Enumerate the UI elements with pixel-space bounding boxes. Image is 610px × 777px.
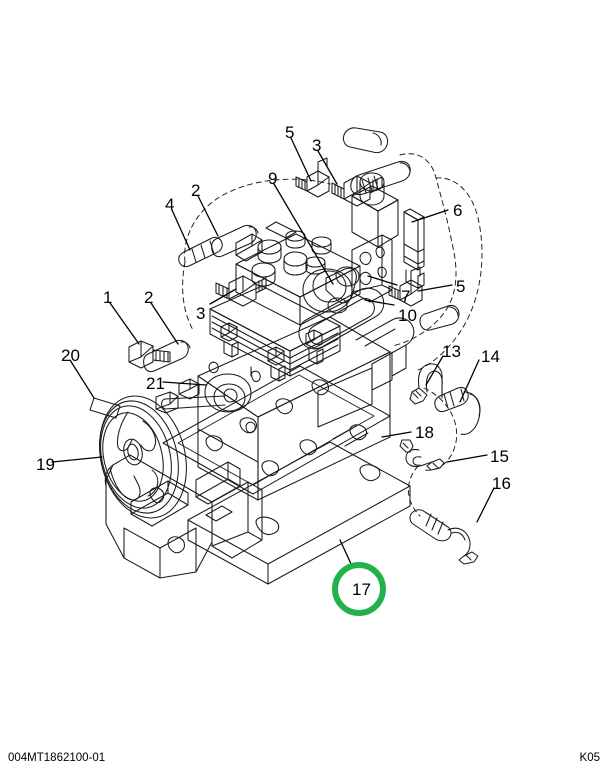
elbow-fitting-3-lower [215, 275, 267, 307]
leader-line-14 [459, 359, 480, 403]
callout-label-9: 9 [268, 169, 278, 188]
part-10-bracket [298, 287, 415, 391]
highlight-ring-17 [332, 562, 386, 616]
callout-label-2b: 2 [191, 181, 201, 200]
callout-label-21: 21 [146, 374, 165, 393]
loose-cap-right [419, 304, 460, 331]
pulley-flywheel [89, 395, 187, 519]
callout-label-3a: 3 [196, 304, 206, 323]
callout-label-18: 18 [415, 423, 434, 442]
part-2-nipple-lower [143, 339, 191, 373]
leader-line-16 [476, 487, 495, 523]
head-port-bosses [251, 230, 332, 287]
hose-14-ferrule [434, 386, 481, 435]
base-plate-17 [187, 441, 411, 585]
leader-line-1 [109, 302, 140, 345]
leader-line-10 [364, 299, 395, 306]
leader-line-2a [150, 302, 179, 345]
callout-label-10: 10 [398, 306, 417, 325]
cylinder-head [235, 221, 361, 326]
callout-label-4: 4 [165, 195, 175, 214]
leader-line-17 [339, 539, 353, 567]
hose-16 [409, 509, 479, 565]
callout-label-20: 20 [61, 346, 80, 365]
leader-line-5a [290, 137, 312, 182]
callout-label-5a: 5 [285, 123, 295, 142]
callout-label-16: 16 [492, 474, 511, 493]
leader-line-3a [209, 288, 237, 305]
callout-label-19: 19 [36, 455, 55, 474]
leader-line-19 [51, 456, 103, 463]
leader-line-18 [381, 431, 412, 438]
callout-label-1: 1 [103, 288, 113, 307]
callout-label-14: 14 [481, 347, 500, 366]
elbow-fitting-3-upper [331, 175, 383, 207]
callout-label-2a: 2 [144, 288, 154, 307]
callout-label-7: 7 [401, 287, 411, 306]
footer-part-number: 004MT1862100-01 [8, 752, 106, 764]
leader-line-13 [425, 355, 444, 386]
cap-fitting-top [342, 127, 389, 154]
callout-label-3b: 3 [312, 136, 322, 155]
leader-line-5b [417, 284, 453, 292]
threaded-fitting-top [350, 160, 411, 196]
leader-line-7 [367, 275, 398, 286]
leader-line-3b [317, 150, 338, 185]
leader-line-20 [69, 359, 95, 399]
hose-15-elbow [399, 439, 445, 471]
callout-label-17: 17 [352, 580, 371, 599]
leader-line-6 [411, 209, 449, 223]
callout-label-13: 13 [442, 342, 461, 361]
part-2-nipple-upper [211, 224, 259, 258]
head-bolts [220, 322, 324, 382]
callout-label-5b: 5 [456, 277, 466, 296]
leader-line-2b [197, 195, 219, 237]
footer-page-code: K05 [579, 752, 600, 764]
leader-line-9 [273, 183, 334, 285]
part-1-hex-fitting [128, 340, 171, 369]
leader-line-21 [162, 381, 207, 386]
leader-line-15 [446, 454, 488, 463]
leader-line-4 [171, 209, 191, 251]
callout-label-15: 15 [490, 447, 509, 466]
part-4-nipple [178, 236, 223, 268]
callout-label-6: 6 [453, 201, 463, 220]
